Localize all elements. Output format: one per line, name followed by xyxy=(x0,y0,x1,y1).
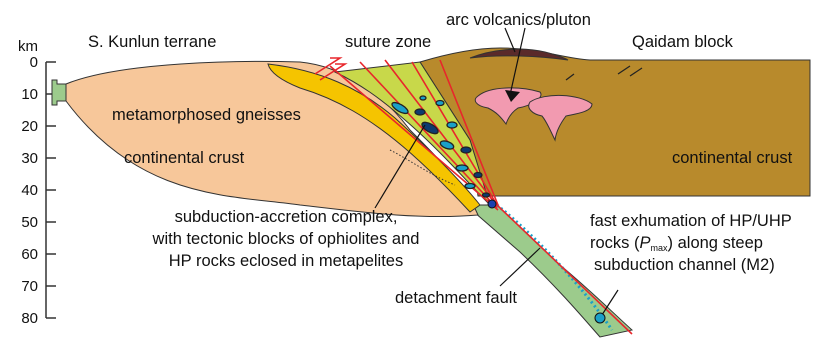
complex-line-1: subduction-accretion complex, xyxy=(175,208,398,226)
axis-tick-label: 80 xyxy=(21,310,38,327)
gneisses-label: metamorphosed gneisses xyxy=(112,106,301,124)
s-kunlun-label: S. Kunlun terrane xyxy=(88,33,216,51)
detachment-leader xyxy=(500,248,540,286)
axis-tick-label: 70 xyxy=(21,278,38,295)
axis-tick-label: 10 xyxy=(21,86,38,103)
arc-label: arc volcanics/pluton xyxy=(446,11,591,29)
exhumation-line-2: rocks (Pmax) along steep xyxy=(590,234,763,253)
axis-tick-label: 20 xyxy=(21,118,38,135)
complex-line-3: HP rocks eclosed in metapelites xyxy=(169,252,403,270)
crust-left-label: continental crust xyxy=(124,149,245,167)
axis-tick-label: 50 xyxy=(21,214,38,231)
qaidam-label: Qaidam block xyxy=(632,33,734,51)
exhumation-line-1: fast exhumation of HP/UHP xyxy=(590,212,792,230)
uhp-block-marker xyxy=(595,313,605,323)
detachment-label: detachment fault xyxy=(395,289,517,307)
exhumation-line-3: subduction channel (M2) xyxy=(594,256,775,274)
left-green-stub xyxy=(52,80,66,105)
complex-label: subduction-accretion complex, with tecto… xyxy=(152,208,420,270)
suture-zone-label: suture zone xyxy=(345,33,431,51)
axis-tick-label: 60 xyxy=(21,246,38,263)
complex-line-2: with tectonic blocks of ophiolites and xyxy=(152,230,420,248)
axis-unit: km xyxy=(18,38,38,55)
axis-tick-label: 30 xyxy=(21,150,38,167)
axis-tick-label: 0 xyxy=(30,54,38,71)
depth-axis: km 0 10 20 30 40 50 60 70 80 xyxy=(18,38,56,327)
hp-block-marker xyxy=(488,200,496,208)
axis-tick-label: 40 xyxy=(21,182,38,199)
exhumation-label: fast exhumation of HP/UHP rocks (Pmax) a… xyxy=(590,212,792,274)
axis-ticks: 0 10 20 30 40 50 60 70 80 xyxy=(21,54,56,327)
crust-right-label: continental crust xyxy=(672,149,793,167)
